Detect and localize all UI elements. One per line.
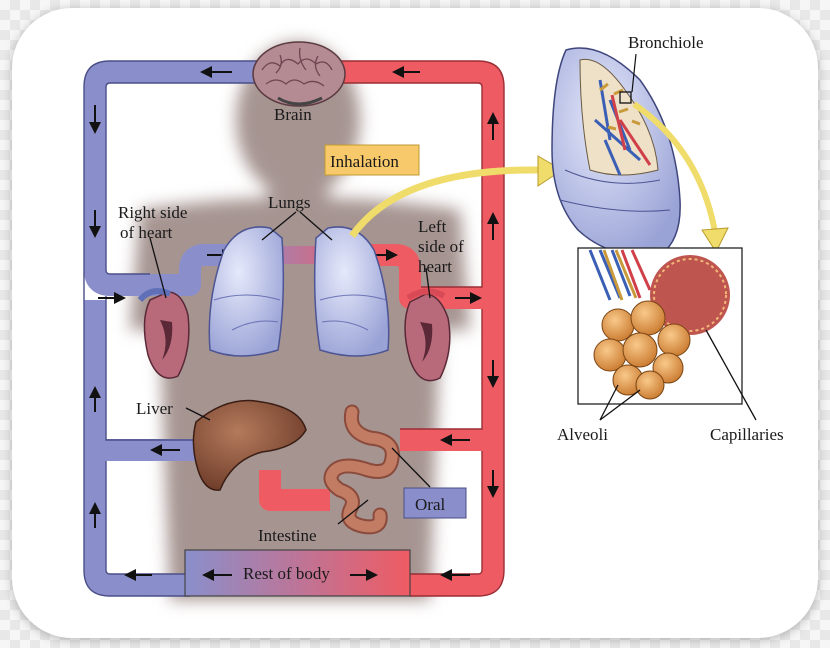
label-brain: Brain [274,105,312,124]
right-heart-icon [137,288,190,379]
zoom-arrow [632,101,718,233]
label-right-heart-2: of heart [120,223,173,242]
arrow-head-icon [701,227,729,254]
intestine-icon [323,404,400,535]
label-left-heart-1: Left [418,217,447,236]
alveoli-cluster [593,300,691,400]
label-alveoli: Alveoli [557,425,608,444]
lung-detail [551,47,681,257]
brain-icon [252,41,346,107]
flow-arrows [89,66,499,581]
inhalation-box [324,144,420,176]
label-left-heart-2: side of [418,237,464,256]
label-oral: Oral [415,495,445,514]
label-right-heart-1: Right side [118,203,187,222]
liver-icon [192,399,307,491]
arrow-head-icon [537,155,563,187]
labels: Brain Inhalation Lungs Right side of hea… [118,33,784,583]
venous-outline [83,60,258,597]
label-liver: Liver [136,399,173,418]
label-inhalation: Inhalation [330,152,399,171]
lungs-icon [208,226,390,357]
oral-box [403,487,467,519]
alveoli-inset [577,247,757,421]
label-bronchiole: Bronchiole [628,33,704,52]
label-capillaries: Capillaries [710,425,784,444]
inhalation-arrow [349,166,541,239]
label-lungs: Lungs [268,193,311,212]
label-left-heart-3: heart [418,257,452,276]
label-rest-of-body: Rest of body [243,564,330,583]
venous-vessels [84,61,258,596]
arterial-outline [340,60,505,597]
leader-lines [149,211,431,525]
label-intestine: Intestine [258,526,317,545]
left-heart-icon [404,288,451,382]
